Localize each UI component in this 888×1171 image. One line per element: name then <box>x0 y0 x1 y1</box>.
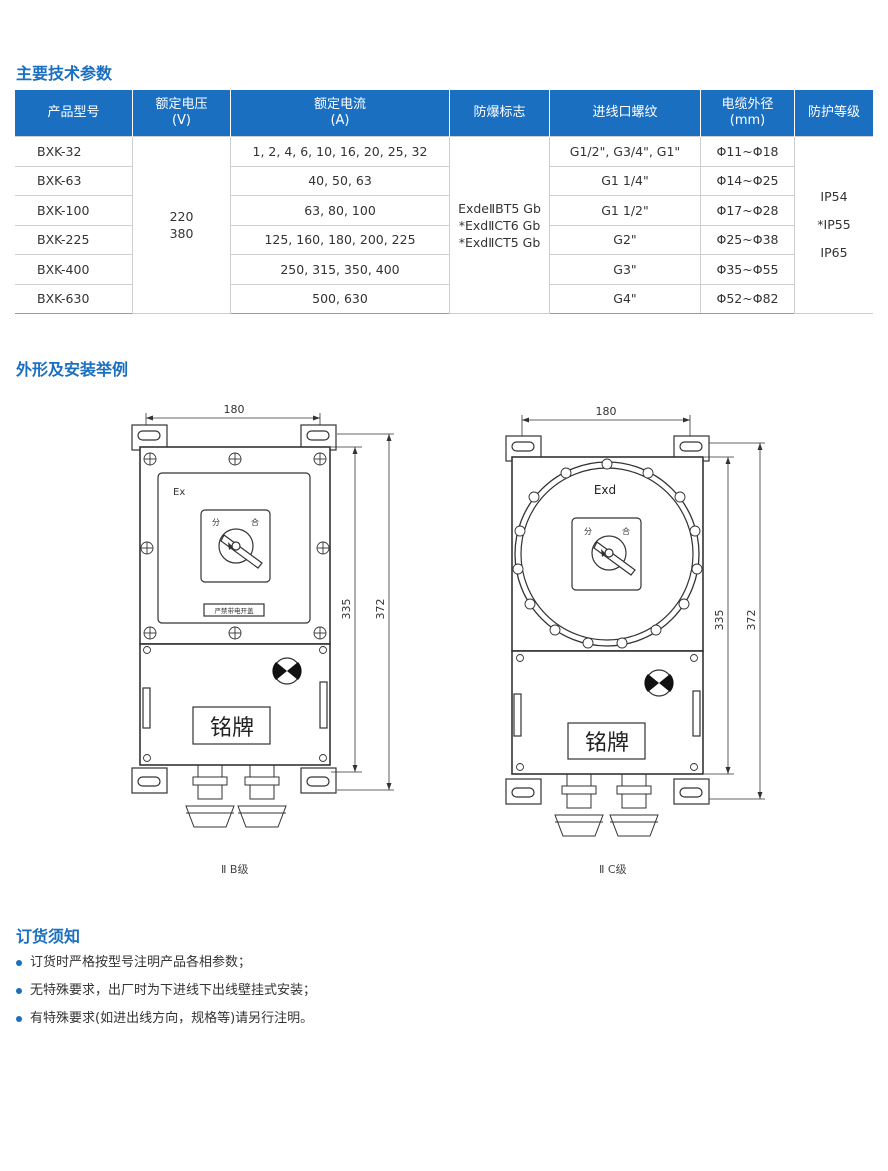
enclosure-iic-drawing: 180 Exd 分 合 <box>505 405 765 837</box>
spec-table: 产品型号 额定电压(V) 额定电流(A) 防爆标志 进线口螺纹 电缆外径(mm)… <box>15 90 873 314</box>
cell-current: 500, 630 <box>230 283 450 314</box>
cell-cable-od: Φ52~Φ82 <box>700 283 795 314</box>
cell-thread: G4" <box>549 283 701 314</box>
cell-current: 250, 315, 350, 400 <box>230 254 450 285</box>
list-item: 订货时严格按型号注明产品各相参数； <box>16 955 316 983</box>
dim-inner-height-label: 335 <box>713 610 726 631</box>
cell-model: BXK-400 <box>15 254 133 285</box>
ex-label: Ex <box>173 487 185 498</box>
table-row: BXK-100 63, 80, 100 G1 1/2" Φ17~Φ28 <box>15 195 873 226</box>
dim-inner-height-label: 335 <box>340 599 353 620</box>
cell-current: 125, 160, 180, 200, 225 <box>230 224 450 255</box>
note-text: 订货时严格按型号注明产品各相参数； <box>30 955 252 970</box>
switch-on-label: 合 <box>622 526 630 536</box>
list-item: 无特殊要求，出厂时为下进线下出线壁挂式安装； <box>16 983 316 1011</box>
warning-plate-label: 严禁带电开盖 <box>215 606 255 615</box>
list-item: 有特殊要求(如进出线方向，规格等)请另行注明。 <box>16 1011 316 1039</box>
header-voltage: 额定电压(V) <box>132 90 231 137</box>
note-text: 无特殊要求，出厂时为下进线下出线壁挂式安装； <box>30 983 317 998</box>
note-text: 有特殊要求(如进出线方向，规格等)请另行注明。 <box>30 1011 314 1026</box>
ex-label: Exd <box>594 483 616 497</box>
cell-current: 40, 50, 63 <box>230 165 450 196</box>
cell-model: BXK-630 <box>15 283 133 314</box>
cell-model: BXK-100 <box>15 195 133 226</box>
header-current: 额定电流(A) <box>230 90 450 137</box>
header-model: 产品型号 <box>15 90 133 137</box>
table-row: BXK-63 40, 50, 63 G1 1/4" Φ14~Φ25 <box>15 165 873 196</box>
table-row: BXK-630 500, 630 G4" Φ52~Φ82 <box>15 283 873 314</box>
table-header-row: 产品型号 额定电压(V) 额定电流(A) 防爆标志 进线口螺纹 电缆外径(mm)… <box>15 90 873 137</box>
header-protection: 防护等级 <box>794 90 873 137</box>
caption-iib: Ⅱ B级 <box>221 863 249 876</box>
dim-width-label: 180 <box>596 405 617 418</box>
cell-thread: G1 1/4" <box>549 165 701 196</box>
section-title-order: 订货须知 <box>16 927 81 946</box>
cell-model: BXK-63 <box>15 165 133 196</box>
enclosure-iib-drawing: 180 Ex 分 合 严禁带电开盖 <box>131 403 394 828</box>
bullet-dot <box>16 1016 22 1022</box>
nameplate-label: 铭牌 <box>210 716 254 741</box>
bullet-dot <box>16 960 22 966</box>
dim-total-height-label: 372 <box>374 599 387 620</box>
section-title-params: 主要技术参数 <box>16 64 113 83</box>
table-row: BXK-400 250, 315, 350, 400 G3" Φ35~Φ55 <box>15 254 873 285</box>
cell-cable-od: Φ14~Φ25 <box>700 165 795 196</box>
dim-total-height-label: 372 <box>745 610 758 631</box>
dim-width-label: 180 <box>224 403 245 416</box>
cell-cable-od: Φ17~Φ28 <box>700 195 795 226</box>
cell-model: BXK-32 <box>15 136 133 167</box>
nameplate-label: 铭牌 <box>585 731 629 756</box>
cell-model: BXK-225 <box>15 224 133 255</box>
section-title-drawing: 外形及安装举例 <box>16 360 129 379</box>
cell-current: 1, 2, 4, 6, 10, 16, 20, 25, 32 <box>230 136 450 167</box>
header-thread: 进线口螺纹 <box>549 90 701 137</box>
switch-on-label: 合 <box>251 517 259 527</box>
order-notes-list: 订货时严格按型号注明产品各相参数； 无特殊要求，出厂时为下进线下出线壁挂式安装；… <box>16 955 316 1039</box>
switch-off-label: 分 <box>584 527 592 536</box>
caption-iic: Ⅱ C级 <box>599 863 627 876</box>
header-cable-od: 电缆外径(mm) <box>700 90 795 137</box>
cell-thread: G1/2", G3/4", G1" <box>549 136 701 167</box>
table-row: BXK-225 125, 160, 180, 200, 225 G2" Φ25~… <box>15 224 873 255</box>
bullet-dot <box>16 988 22 994</box>
switch-off-label: 分 <box>212 518 220 527</box>
header-ex-mark: 防爆标志 <box>449 90 550 137</box>
